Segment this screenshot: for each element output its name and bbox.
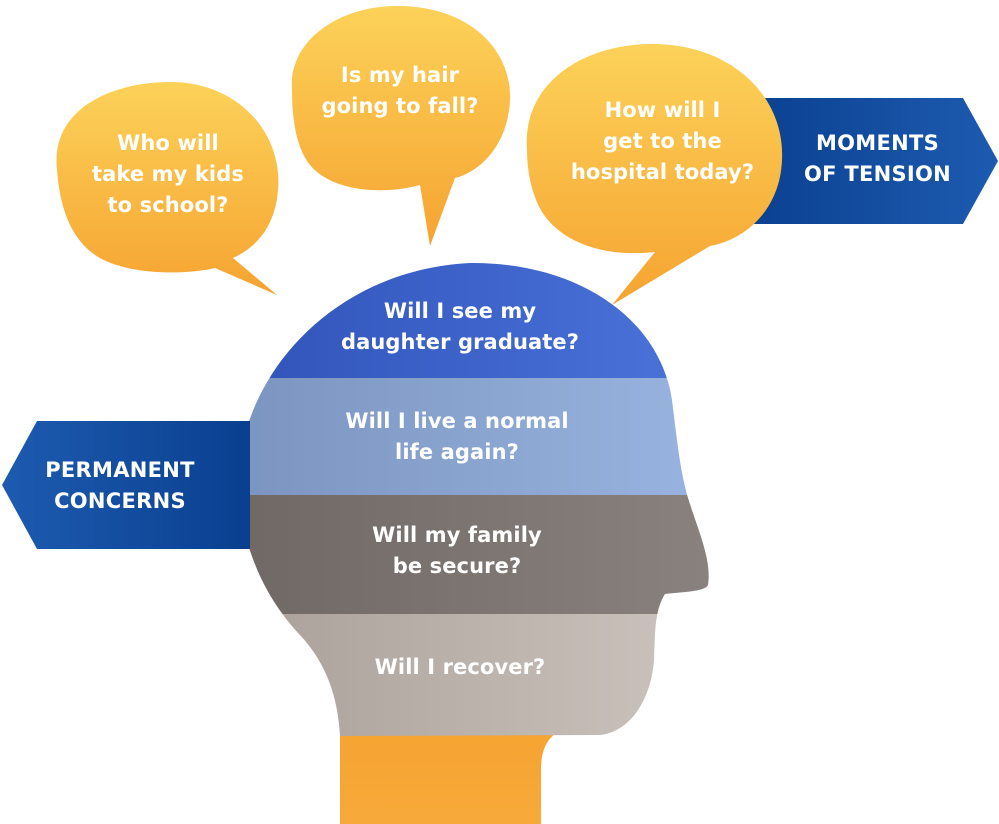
head-text-line: be secure?: [392, 554, 522, 578]
bubble-text-line: get to the: [603, 129, 722, 153]
bubble-text-hospital: How will I get to the hospital today?: [550, 95, 775, 188]
permanent-concerns-label: PERMANENT CONCERNS: [15, 455, 225, 517]
head-band-2: [239, 378, 709, 495]
speech-bubble-middle: [291, 5, 511, 246]
moments-of-tension-banner: [740, 98, 998, 224]
banner-text-line: CONCERNS: [54, 489, 186, 513]
head-text-line: Will my family: [372, 523, 542, 547]
head-band-4-text: Will I recover?: [310, 652, 610, 683]
speech-bubble-right: [526, 43, 783, 306]
permanent-concerns-banner: [2, 421, 250, 549]
bubble-text-line: take my kids: [92, 162, 244, 186]
head-band-1-text: Will I see my daughter graduate?: [310, 296, 610, 358]
banner-text-line: PERMANENT: [45, 458, 195, 482]
head-text-line: Will I live a normal: [345, 409, 569, 433]
moments-of-tension-label: MOMENTS OF TENSION: [775, 128, 980, 190]
bubble-text-line: to school?: [107, 193, 229, 217]
neck-shape: [340, 730, 560, 824]
bubble-text-line: Is my hair: [340, 63, 460, 87]
bubble-text-line: going to fall?: [321, 94, 479, 118]
bubble-text-hair: Is my hair going to fall?: [300, 60, 500, 122]
head-band-2-text: Will I live a normal life again?: [307, 406, 607, 468]
speech-bubble-left: [56, 82, 279, 295]
head-text-line: daughter graduate?: [340, 330, 580, 354]
head-band-3-text: Will my family be secure?: [307, 520, 607, 582]
head-band-3: [239, 495, 709, 614]
banner-text-line: MOMENTS: [815, 131, 940, 155]
banner-text-line: OF TENSION: [803, 162, 952, 186]
head-text-line: life again?: [395, 440, 519, 464]
head-text-line: Will I recover?: [374, 655, 546, 679]
bubble-text-line: hospital today?: [570, 160, 755, 184]
bubble-text-line: How will I: [604, 98, 721, 122]
bubble-text-line: Who will: [117, 131, 219, 155]
head-text-line: Will I see my: [383, 299, 537, 323]
bubble-text-kids-school: Who will take my kids to school?: [68, 128, 268, 221]
